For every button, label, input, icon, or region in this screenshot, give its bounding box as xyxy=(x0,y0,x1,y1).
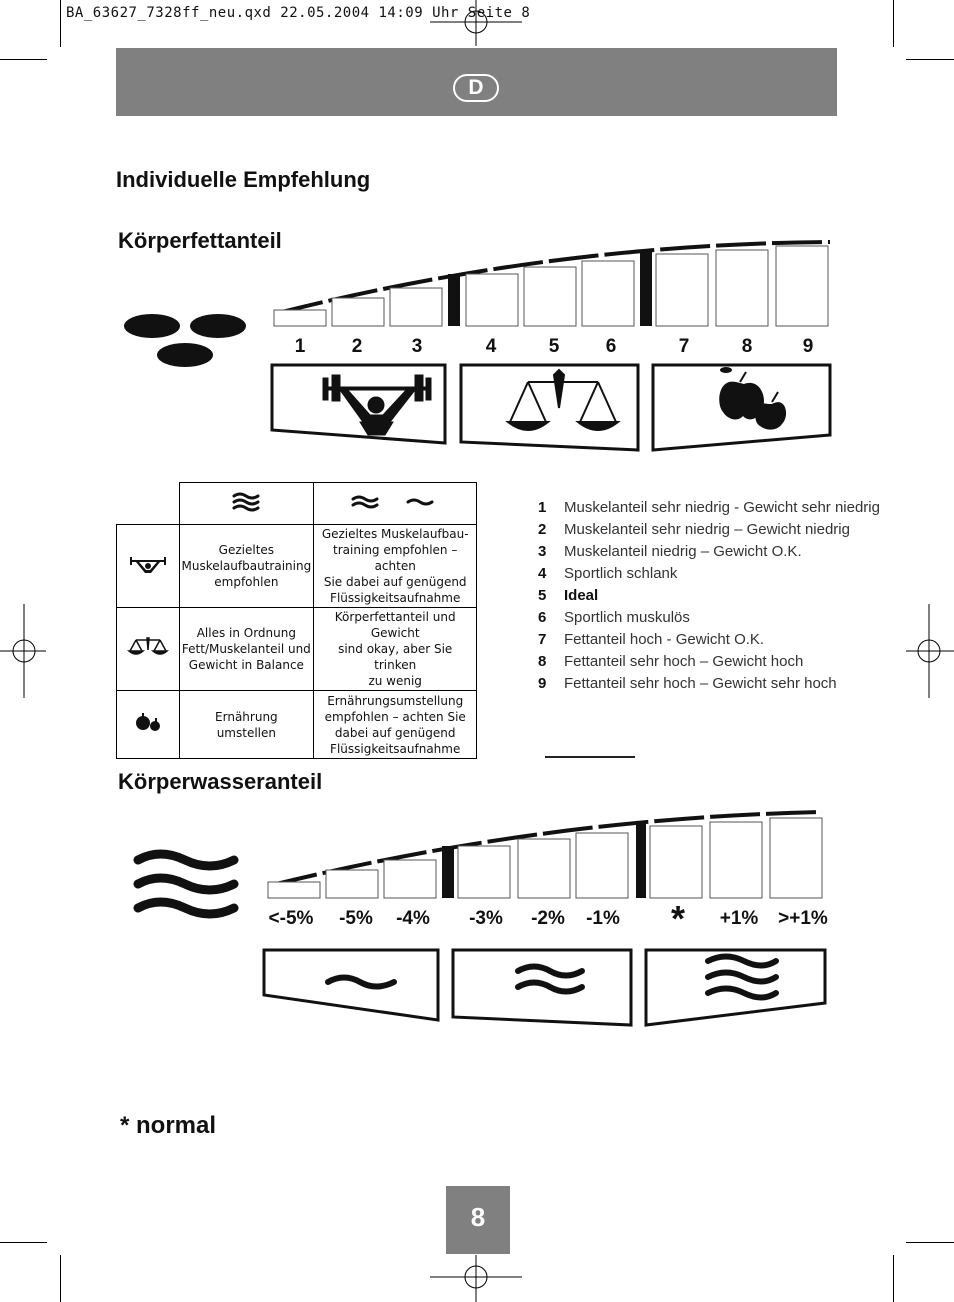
crop-mark xyxy=(893,1255,894,1302)
scale-number: 7 xyxy=(678,336,690,357)
scale-number: 6 xyxy=(605,336,617,357)
crop-mark xyxy=(60,0,61,47)
scale-number: 5 xyxy=(548,336,560,357)
water-icon-panels xyxy=(262,948,827,1027)
scale-number: 3 xyxy=(411,336,423,357)
wave-one-icon xyxy=(325,974,397,990)
row-icon-cell xyxy=(116,524,180,608)
scale-number: 8 xyxy=(741,336,753,357)
file-info-line: BA_63627_7328ff_neu.qxd 22.05.2004 14:09… xyxy=(66,5,531,21)
language-badge: D xyxy=(453,74,499,102)
scale-number: 4 xyxy=(485,336,497,357)
fat-heading: Körperfettanteil xyxy=(118,228,282,253)
normal-marker: * xyxy=(670,898,685,939)
water-heading: Körperwasseranteil xyxy=(118,769,323,794)
table-header-cell xyxy=(178,482,315,525)
scale-label: -1% xyxy=(586,908,620,929)
scale-label: -2% xyxy=(531,908,565,929)
crop-mark xyxy=(893,0,894,47)
page-number: 8 xyxy=(446,1186,510,1254)
table-corner xyxy=(117,483,180,525)
scale-label: -3% xyxy=(469,908,503,929)
water-display-icon xyxy=(133,849,239,919)
scale-number: 9 xyxy=(802,336,814,357)
scale-label: -4% xyxy=(396,908,430,929)
weightlifter-icon xyxy=(129,557,166,573)
page-title: Individuelle Empfehlung xyxy=(116,167,371,192)
apples-icon xyxy=(719,367,787,430)
header-band xyxy=(116,48,837,116)
water-high-icon xyxy=(232,492,260,511)
crop-mark xyxy=(0,59,47,60)
weightlifter-icon xyxy=(322,374,432,436)
scales-icon xyxy=(505,368,621,431)
table-cell: Gezieltes Muskelaufbau-training empfohle… xyxy=(313,524,478,608)
scale-label: -5% xyxy=(339,908,373,929)
crop-mark xyxy=(906,1242,954,1243)
apples-icon xyxy=(135,712,160,731)
fat-bar-graph xyxy=(273,240,831,327)
water-bar-graph xyxy=(267,810,823,899)
row-icon-cell xyxy=(116,690,180,759)
divider xyxy=(545,756,635,758)
footnote-normal: * normal xyxy=(120,1112,217,1139)
display-segments-icon xyxy=(124,314,246,367)
scales-icon xyxy=(126,637,169,655)
table-header-cell xyxy=(313,482,478,525)
fat-icon-panels xyxy=(270,363,832,452)
wave-three-icon xyxy=(705,953,779,1001)
wave-two-icon xyxy=(515,963,585,979)
row-icon-cell xyxy=(116,607,180,691)
scale-label: >+1% xyxy=(778,908,828,929)
scale-label: <-5% xyxy=(268,908,314,929)
crop-mark xyxy=(0,1242,47,1243)
water-low-icon xyxy=(351,495,434,508)
crop-mark xyxy=(60,1255,61,1302)
scale-number: 2 xyxy=(351,336,363,357)
scale-number: 1 xyxy=(294,336,306,357)
scale-label: +1% xyxy=(719,908,759,929)
crop-mark xyxy=(906,59,954,60)
